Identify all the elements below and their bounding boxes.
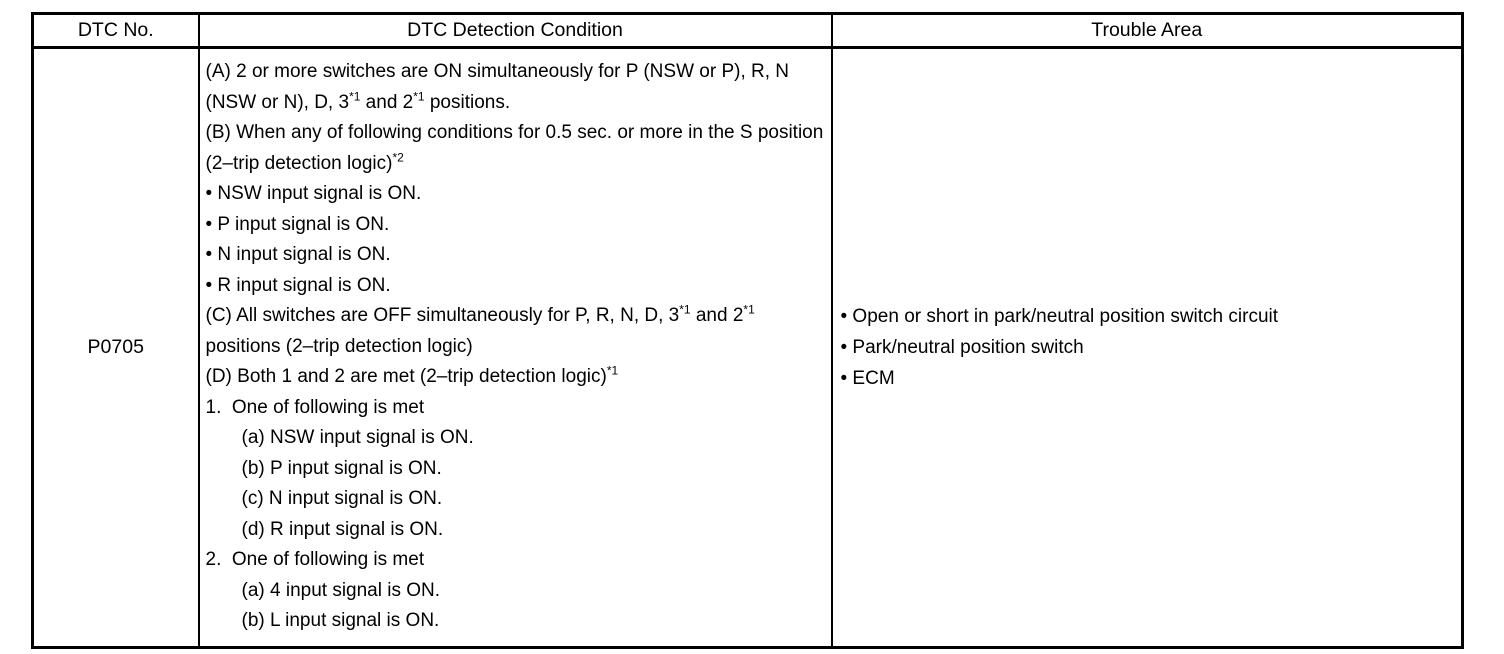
superscript-footnote-marker: *2: [392, 150, 404, 165]
col-header-dtc-no: DTC No.: [31, 12, 200, 49]
superscript-footnote-marker: *1: [606, 363, 619, 378]
dtc-no-cell: P0705: [31, 46, 200, 649]
condition-line: • NSW input signal is ON.: [205, 183, 422, 204]
condition-line: (C) All switches are OFF simultaneously …: [205, 302, 755, 357]
col-header-detection-condition: DTC Detection Condition: [197, 12, 833, 49]
condition-line: (A) 2 or more switches are ON simultaneo…: [205, 61, 790, 113]
condition-line: (b) P input signal is ON.: [241, 457, 442, 479]
condition-line: (B) When any of following conditions for…: [205, 122, 824, 174]
trouble-area-cell: • Open or short in park/neutral position…: [830, 46, 1464, 649]
col-header-trouble-area: Trouble Area: [830, 12, 1464, 49]
condition-line: • R input signal is ON.: [205, 274, 391, 296]
condition-line: (a) NSW input signal is ON.: [241, 427, 474, 448]
condition-line: (a) 4 input signal is ON.: [241, 579, 441, 601]
table-row: P0705 (A) 2 or more switches are ON simu…: [31, 46, 1464, 649]
dtc-condition-cell: (A) 2 or more switches are ON simultaneo…: [197, 46, 833, 649]
condition-line: 2. One of following is met: [205, 549, 425, 570]
trouble-area-item: • Open or short in park/neutral position…: [840, 306, 1279, 327]
condition-line: • P input signal is ON.: [205, 213, 390, 235]
superscript-footnote-marker: *1: [679, 302, 691, 317]
superscript-footnote-marker: *1: [743, 302, 755, 317]
condition-line: (d) R input signal is ON.: [241, 518, 444, 540]
condition-line: • N input signal is ON.: [205, 244, 391, 265]
superscript-footnote-marker: *1: [349, 89, 361, 104]
superscript-footnote-marker: *1: [413, 89, 425, 104]
table-header-row: DTC No. DTC Detection Condition Trouble …: [31, 12, 1464, 49]
condition-line: (c) N input signal is ON.: [241, 488, 443, 509]
condition-line: (b) L input signal is ON.: [241, 610, 440, 631]
trouble-area-item: • ECM: [840, 368, 895, 389]
condition-line: (D) Both 1 and 2 are met (2–trip detecti…: [205, 363, 619, 387]
trouble-area-item: • Park/neutral position switch: [840, 337, 1084, 358]
condition-line: 1. One of following is met: [205, 396, 425, 418]
dtc-table: DTC No. DTC Detection Condition Trouble …: [31, 12, 1464, 649]
